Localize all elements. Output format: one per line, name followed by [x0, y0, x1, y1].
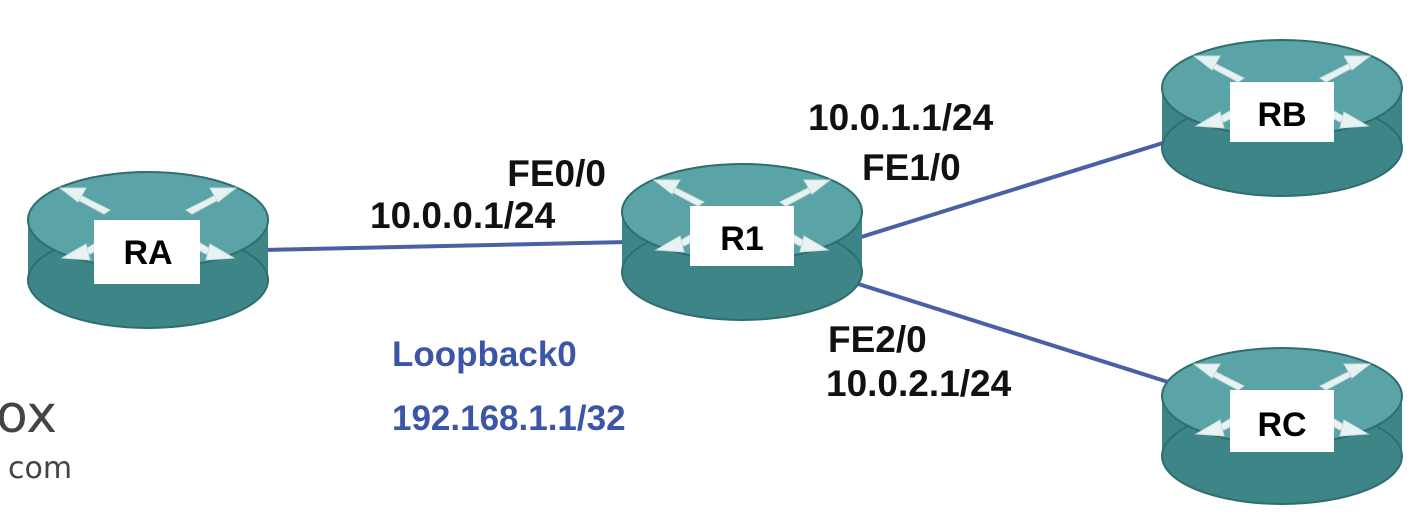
router-rc[interactable]: RC	[1161, 347, 1403, 505]
fe00-interface-label: FE0/0	[507, 153, 606, 194]
watermark-line1: ox	[0, 385, 57, 445]
watermark-line2: com	[8, 451, 72, 486]
router-r1-name-box	[690, 206, 794, 266]
link-r1-rb	[857, 140, 1167, 240]
router-ra-name-box	[94, 220, 200, 284]
router-rb-name-box	[1230, 82, 1334, 142]
router-rc-name-box	[1230, 390, 1334, 452]
fe10-ip-label: 10.0.1.1/24	[808, 97, 994, 138]
fe20-interface-label: FE2/0	[828, 319, 927, 360]
router-rb[interactable]: RB	[1161, 39, 1403, 197]
link-ra-r1	[261, 240, 629, 252]
loopback-ip-label: 192.168.1.1/32	[392, 399, 626, 438]
fe10-interface-label: FE1/0	[862, 147, 961, 188]
router-rc-name: RC	[1257, 406, 1306, 444]
router-r1-name: R1	[720, 220, 763, 258]
link-r1-rc	[851, 280, 1169, 384]
router-ra[interactable]: RA	[27, 171, 269, 329]
router-rb-name: RB	[1257, 96, 1306, 134]
loopback-name-label: Loopback0	[392, 335, 577, 374]
router-ra-name: RA	[123, 234, 172, 272]
fe20-ip-label: 10.0.2.1/24	[826, 363, 1012, 404]
fe00-ip-label: 10.0.0.1/24	[370, 195, 556, 236]
router-r1[interactable]: R1	[621, 163, 863, 321]
